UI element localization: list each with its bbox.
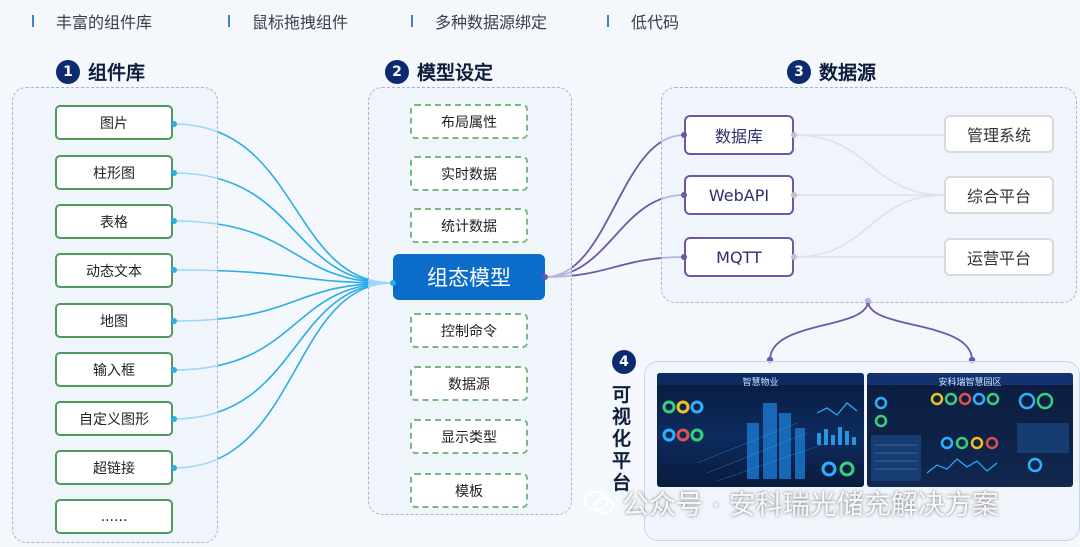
component-hyperlink[interactable]: 超链接	[55, 450, 173, 485]
connector-dot	[171, 318, 177, 324]
section-visual-number: 4	[612, 350, 644, 374]
feature-label: 鼠标拖拽组件	[252, 13, 349, 32]
connector-dot	[681, 192, 687, 198]
platform-management-system[interactable]: 管理系统	[944, 115, 1054, 153]
feature-bar-icon	[228, 15, 230, 27]
component-bar-chart[interactable]: 柱形图	[55, 155, 173, 190]
connector-dot	[171, 267, 177, 273]
section-number-badge: 2	[385, 59, 409, 84]
connector-dot	[791, 132, 797, 138]
connector-dot	[171, 367, 177, 373]
feature-bar-icon	[607, 15, 609, 27]
model-layout-properties[interactable]: 布局属性	[410, 104, 528, 139]
connector-dot	[681, 132, 687, 138]
dashboard-title: 安科瑞智慧园区	[938, 378, 1002, 388]
section-title: 数据源	[819, 62, 877, 84]
model-display-type[interactable]: 显示类型	[410, 419, 528, 454]
connector-dot	[171, 170, 177, 176]
section-number-badge: 3	[787, 59, 811, 84]
wechat-icon	[584, 490, 614, 514]
model-control-command[interactable]: 控制命令	[410, 313, 528, 348]
platform-integrated[interactable]: 综合平台	[944, 176, 1054, 214]
component-custom-shape[interactable]: 自定义图形	[55, 401, 173, 436]
connector-dot	[791, 192, 797, 198]
feature-item-3: 多种数据源绑定	[411, 10, 547, 32]
model-template[interactable]: 模板	[410, 473, 528, 508]
feature-bar-icon	[32, 15, 34, 27]
connector-dot	[390, 280, 396, 286]
component-input[interactable]: 输入框	[55, 352, 173, 387]
feature-item-2: 鼠标拖拽组件	[228, 10, 348, 32]
section-title: 模型设定	[417, 62, 494, 84]
section-sources-title: 3 数据源	[787, 58, 876, 85]
connector-dot	[171, 465, 177, 471]
section-components-title: 1 组件库	[56, 58, 145, 85]
connector-dot	[171, 121, 177, 127]
visual-links	[769, 300, 973, 361]
feature-label: 低代码	[631, 13, 680, 32]
feature-bar-icon	[411, 15, 413, 27]
feature-label: 丰富的组件库	[56, 13, 153, 32]
source-mqtt[interactable]: MQTT	[684, 237, 794, 277]
connector-dot	[171, 218, 177, 224]
section-number-badge: 4	[612, 350, 636, 374]
core-model-box[interactable]: 组态模型	[393, 254, 545, 300]
component-table[interactable]: 表格	[55, 204, 173, 239]
model-data-source[interactable]: 数据源	[410, 366, 528, 401]
connector-dot	[171, 416, 177, 422]
section-visual-title: 可视化平台	[612, 384, 632, 494]
connector-dot	[542, 274, 548, 280]
connector-dot	[791, 254, 797, 260]
component-map[interactable]: 地图	[55, 303, 173, 338]
source-webapi[interactable]: WebAPI	[684, 175, 794, 215]
dashboard-title: 智慧物业	[742, 378, 779, 388]
model-statistics-data[interactable]: 统计数据	[410, 208, 528, 243]
feature-item-1: 丰富的组件库	[32, 10, 152, 32]
component-dynamic-text[interactable]: 动态文本	[55, 253, 173, 288]
model-realtime-data[interactable]: 实时数据	[410, 156, 528, 191]
watermark: 公众号 · 安科瑞光储充解决方案	[584, 483, 999, 522]
section-model-title: 2 模型设定	[385, 58, 493, 85]
feature-label: 多种数据源绑定	[435, 13, 548, 32]
dashboard-screenshot-park[interactable]: 安科瑞智慧园区	[867, 373, 1073, 487]
source-database[interactable]: 数据库	[684, 115, 794, 155]
connector-dot	[681, 254, 687, 260]
dashboard-graphics	[657, 373, 864, 482]
dashboard-screenshot-property[interactable]: 智慧物业	[657, 373, 864, 487]
component-more[interactable]: ......	[55, 499, 173, 534]
dashboard-graphics	[867, 373, 1073, 481]
feature-item-4: 低代码	[607, 10, 679, 32]
section-title: 组件库	[88, 62, 146, 84]
component-image[interactable]: 图片	[55, 105, 173, 140]
section-number-badge: 1	[56, 59, 80, 84]
platform-operations[interactable]: 运营平台	[944, 238, 1054, 276]
